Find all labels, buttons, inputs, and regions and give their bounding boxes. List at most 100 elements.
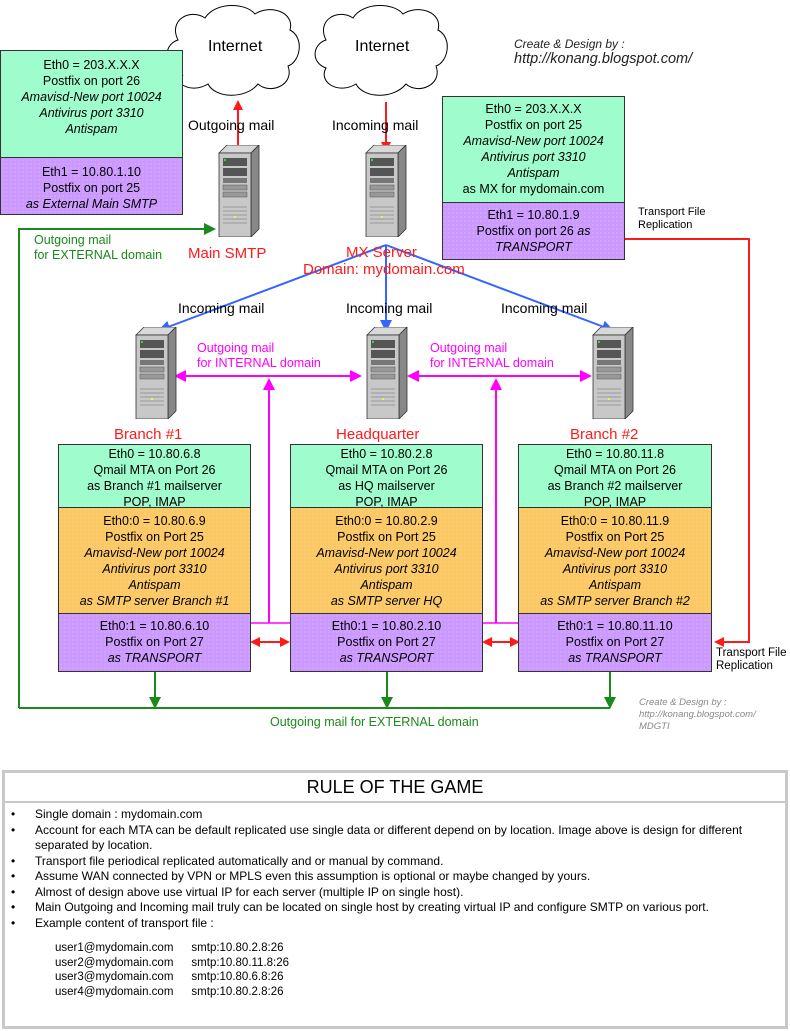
transport-route: smtp:10.80.6.8:26: [191, 971, 284, 983]
outgoing-internal-line1: Outgoing mail: [197, 341, 275, 355]
small-credit: Create & Design by : http://konang.blogs…: [639, 697, 756, 733]
main-smtp-eth1-ip: Eth1 = 10.80.1.10: [41, 165, 142, 179]
outgoing-external-label-top: Outgoing mail for EXTERNAL domain: [34, 233, 162, 263]
branch1-transport-role: as TRANSPORT: [107, 651, 202, 665]
bullet-icon: •: [11, 884, 16, 899]
hq-eth01-service: Postfix on Port 27: [337, 635, 436, 649]
transport-row: user4@mydomain.com smtp:10.80.2.8:26: [55, 985, 307, 1000]
hq-eth00-section: Eth0:0 = 10.80.2.9 Postfix on Port 25 Am…: [291, 508, 482, 614]
rule-item: •Assume WAN connected by VPN or MPLS eve…: [5, 869, 785, 885]
hq-eth0-service: Qmail MTA on Port 26: [325, 463, 448, 477]
outgoing-external-label-bottom: Outgoing mail for EXTERNAL domain: [270, 715, 479, 729]
branch1-eth0-section: Eth0 = 10.80.6.8 Qmail MTA on Port 26 as…: [59, 445, 250, 509]
branch1-eth0-role: as Branch #1 mailserver: [87, 479, 222, 493]
branch1-amavis: Amavisd-New port 10024: [84, 546, 225, 560]
mx-server-title: MX Server: [346, 244, 417, 261]
branch2-amavis: Amavisd-New port 10024: [544, 546, 686, 560]
hq-eth0-role: as HQ mailserver: [338, 479, 435, 493]
branch1-server-icon: [135, 327, 177, 419]
branch2-smtp-role: as SMTP server Branch #2: [540, 594, 690, 608]
hq-smtp-role: as SMTP server HQ: [330, 594, 443, 608]
hq-eth00-ip: Eth0:0 = 10.80.2.9: [335, 514, 438, 528]
mx-domain-label: Domain: mydomain.com: [303, 261, 465, 278]
branch2-eth01-section: Eth0:1 = 10.80.11.10 Postfix on Port 27 …: [519, 614, 711, 671]
incoming-mail-label: Incoming mail: [332, 117, 419, 133]
branch2-antivirus: Antivirus port 3310: [562, 562, 668, 576]
internet-label-left: Internet: [208, 38, 263, 55]
branch1-eth0-ip: Eth0 = 10.80.6.8: [108, 447, 201, 461]
bullet-icon: •: [11, 822, 16, 837]
rule-text: Account for each MTA can be default repl…: [35, 822, 743, 853]
rule-text: Single domain : mydomain.com: [35, 807, 203, 821]
branch2-eth00-service: Postfix on Port 25: [565, 530, 665, 544]
transport-route: smtp:10.80.11.8:26: [191, 956, 290, 969]
branch2-eth0-protocols: POP, IMAP: [583, 495, 647, 509]
hq-eth0-ip: Eth0 = 10.80.2.8: [340, 447, 433, 461]
branch2-title: Branch #2: [570, 426, 639, 443]
branch2-eth0-section: Eth0 = 10.80.11.8 Qmail MTA on Port 26 a…: [519, 445, 711, 509]
branch2-transport-role: as TRANSPORT: [568, 651, 662, 665]
branch2-eth01-ip: Eth0:1 = 10.80.11.10: [557, 619, 673, 633]
bullet-icon: •: [11, 807, 16, 821]
main-smtp-server-icon: [218, 145, 260, 237]
mx-amavis: Amavisd-New port 10024: [463, 134, 604, 148]
main-smtp-title: Main SMTP: [188, 245, 267, 262]
hq-antivirus: Antivirus port 3310: [334, 562, 439, 576]
transport-replication-line1: Transport File: [638, 206, 706, 218]
rules-list: • Single domain : mydomain.com • Account f…: [5, 803, 785, 931]
branch2-eth01-service: Postfix on Port 27: [565, 635, 665, 649]
hq-eth0-section: Eth0 = 10.80.2.8 Qmail MTA on Port 26 as…: [291, 445, 482, 509]
main-smtp-config-box: Eth0 = 203.X.X.X Postfix on port 26 Amav…: [0, 50, 183, 215]
bullet-icon: •: [11, 869, 16, 883]
mx-antivirus: Antivirus port 3310: [481, 150, 586, 164]
hq-transport-role: as TRANSPORT: [339, 651, 434, 665]
credit-line1: Create & Design by :: [514, 37, 625, 51]
rule-item: •Transport file periodical replicated au…: [5, 854, 785, 870]
rule-item: •Example content of transport file :: [5, 916, 785, 932]
main-smtp-eth0-section: Eth0 = 203.X.X.X Postfix on port 26 Amav…: [1, 51, 182, 158]
rule-item: • Account for each MTA can be default rep…: [5, 823, 785, 854]
headquarter-config-box: Eth0 = 10.80.2.8 Qmail MTA on Port 26 as…: [290, 444, 483, 672]
main-smtp-eth1-service: Postfix on port 25: [42, 181, 141, 195]
bullet-icon: •: [11, 915, 16, 930]
mx-eth1-section: Eth1 = 10.80.1.9 Postfix on port 26 as T…: [443, 203, 624, 259]
rules-title: RULE OF THE GAME: [5, 773, 785, 803]
mx-eth1-service-plain: Postfix on port 26: [476, 224, 578, 238]
main-smtp-eth1-section: Eth1 = 10.80.1.10 Postfix on port 25 as …: [1, 158, 182, 214]
mx-role: as MX for mydomain.com: [462, 182, 605, 196]
bullet-icon: •: [11, 900, 16, 914]
mx-eth0-ip: Eth0 = 203.X.X.X: [485, 102, 582, 116]
outgoing-internal-label-right: Outgoing mail for INTERNAL domain: [430, 341, 554, 371]
mx-eth1-role: TRANSPORT: [495, 240, 572, 254]
outgoing-internal-line1: Outgoing mail: [430, 341, 508, 355]
mx-antispam: Antispam: [507, 166, 560, 180]
transport-route: smtp:10.80.2.8:26: [191, 942, 284, 954]
branch1-eth00-service: Postfix on Port 25: [105, 530, 204, 544]
branch2-eth00-section: Eth0:0 = 10.80.11.9 Postfix on Port 25 A…: [519, 508, 711, 614]
branch1-antispam: Antispam: [128, 578, 181, 592]
branch1-smtp-role: as SMTP server Branch #1: [79, 594, 230, 608]
hq-eth01-section: Eth0:1 = 10.80.2.10 Postfix on Port 27 a…: [291, 614, 482, 671]
branch2-server-icon: [592, 327, 634, 419]
mx-eth1-service-italic: as: [577, 224, 591, 238]
transport-user: user4@mydomain.com: [55, 985, 174, 998]
credit-url[interactable]: http://konang.blogspot.com/: [514, 51, 693, 67]
outgoing-external-line2: for EXTERNAL domain: [34, 248, 163, 262]
bullet-icon: •: [11, 853, 16, 868]
small-credit-org: MDGTI: [639, 721, 670, 732]
hq-eth0-protocols: POP, IMAP: [355, 495, 418, 509]
internet-label-right: Internet: [355, 38, 410, 55]
transport-route: smtp:10.80.2.8:26: [191, 985, 284, 998]
rules-panel: RULE OF THE GAME • Single domain : mydoma…: [2, 770, 788, 1029]
incoming-mail-label-branch1: Incoming mail: [178, 300, 265, 316]
branch1-antivirus: Antivirus port 3310: [102, 562, 207, 576]
main-smtp-antispam: Antispam: [65, 122, 118, 136]
rule-text: Main Outgoing and Incoming mail truly ca…: [35, 900, 709, 914]
outgoing-external-line1: Outgoing mail: [34, 233, 112, 247]
branch2-eth00-ip: Eth0:0 = 10.80.11.9: [560, 514, 670, 528]
small-credit-line1: Create & Design by :: [639, 697, 727, 708]
branch2-eth0-ip: Eth0 = 10.80.11.8: [565, 447, 665, 461]
